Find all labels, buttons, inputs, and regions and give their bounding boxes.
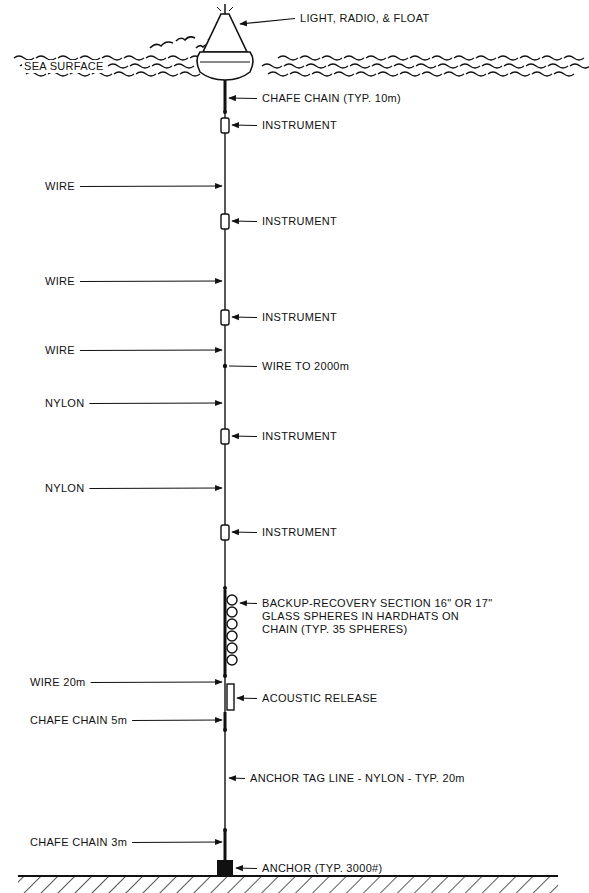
callout-label: ACOUSTIC RELEASE (262, 692, 377, 705)
acoustic-release (227, 684, 234, 710)
line-label: NYLON (45, 397, 84, 410)
leader-line (240, 602, 257, 604)
leader-line (132, 841, 222, 843)
leader-line (240, 19, 295, 25)
sea-waves (14, 56, 589, 76)
leader-line (229, 97, 257, 99)
callout-label: WIRE TO 2000m (262, 360, 349, 373)
leader-line (237, 697, 257, 699)
leader-line (232, 531, 257, 533)
glass-spheres (227, 595, 237, 665)
shackle (223, 110, 227, 832)
leader-line (232, 435, 257, 437)
callout-label: ANCHOR TAG LINE - NYLON - TYP. 20m (250, 772, 465, 785)
line-label: WIRE 20m (30, 676, 86, 689)
leader-line (236, 867, 257, 869)
callout-label: INSTRUMENT (262, 430, 337, 443)
callout-label: ANCHOR (TYP. 3000#) (262, 862, 382, 875)
callout-label: INSTRUMENT (262, 311, 337, 324)
leader-line (80, 185, 222, 187)
leader-line (80, 280, 222, 282)
callout-label: CHAFE CHAIN (TYP. 10m) (262, 92, 401, 105)
buoy (197, 4, 253, 80)
sea-label: SEA SURFACE (22, 60, 106, 73)
sea-floor (18, 876, 558, 893)
leader-line (232, 316, 257, 318)
callout-label: INSTRUMENT (262, 119, 337, 132)
line-label: WIRE (45, 344, 75, 357)
leader-line (89, 487, 222, 489)
leader-line (132, 719, 222, 721)
leader-line (229, 777, 245, 779)
line-label: CHAFE CHAIN 5m (30, 714, 127, 727)
leader-line (232, 220, 257, 222)
callout-label: LIGHT, RADIO, & FLOAT (300, 12, 430, 25)
leader-line (232, 124, 257, 126)
callout-label: INSTRUMENT (262, 215, 337, 228)
line-label: NYLON (45, 482, 84, 495)
wave-stroke (26, 72, 574, 76)
line-label: CHAFE CHAIN 3m (30, 836, 127, 849)
leader-line (229, 365, 257, 367)
mooring-line (225, 80, 226, 862)
birds (150, 37, 214, 48)
line-label: WIRE (45, 275, 75, 288)
leader-line (91, 681, 222, 683)
instrument-symbol (221, 118, 229, 540)
leader-line (80, 349, 222, 351)
line-label: WIRE (45, 180, 75, 193)
callout-label: BACKUP-RECOVERY SECTION 16" OR 17" GLASS… (262, 597, 497, 636)
callout-label: INSTRUMENT (262, 526, 337, 539)
leader-line (89, 402, 222, 404)
anchor (217, 860, 233, 876)
